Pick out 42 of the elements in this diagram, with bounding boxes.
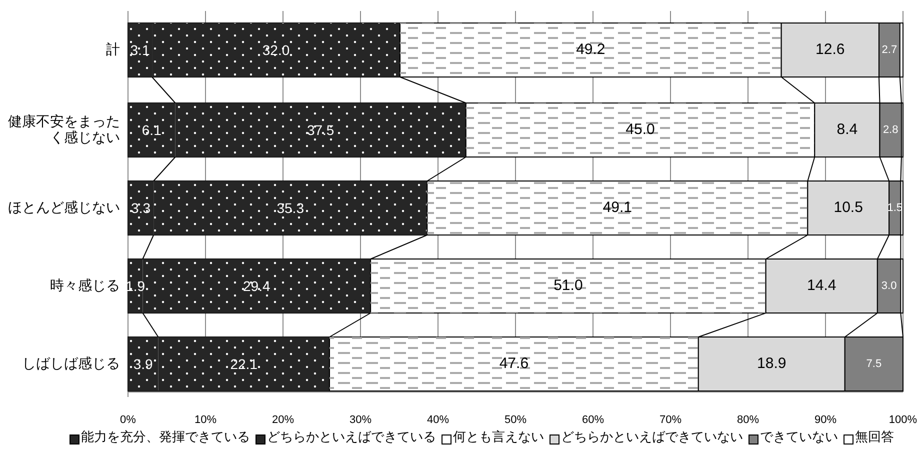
data-label: 29.4	[243, 278, 270, 294]
data-label: 18.9	[757, 355, 786, 373]
tick-label: 80%	[736, 414, 760, 427]
tick-label: 50%	[504, 414, 527, 427]
data-label: 47.6	[499, 355, 529, 373]
data-label: 8.4	[836, 121, 858, 139]
tick-label: 40%	[426, 414, 450, 427]
category-label: 計	[105, 42, 120, 58]
data-label: 45.0	[626, 121, 655, 139]
data-label: 22.1	[230, 356, 258, 372]
data-label: 49.2	[576, 41, 606, 59]
data-label: 3.3	[131, 200, 151, 216]
category-label: ほとんど感じない	[7, 200, 120, 216]
data-label: 51.0	[554, 277, 583, 295]
legend-label: どちらかといえばできていない	[561, 431, 743, 446]
legend-label: どちらかといえばできている	[267, 431, 436, 446]
tick-label: 90%	[814, 414, 837, 427]
legend-label: 無回答	[855, 431, 894, 446]
tick-label: 100%	[888, 414, 918, 427]
tick-label: 30%	[349, 414, 372, 427]
data-label: 12.6	[816, 41, 845, 59]
data-label: 3.0	[881, 280, 897, 292]
tick-label: 70%	[659, 414, 682, 427]
legend-label: 何とも言えない	[453, 431, 544, 446]
tick-label: 0%	[120, 414, 136, 427]
category-label: しばしば感じる	[21, 356, 120, 372]
data-label: 49.1	[602, 199, 632, 217]
category-label: 健康不安をまったく感じない	[7, 114, 120, 146]
data-label: 3.1	[130, 42, 150, 58]
data-label: 37.5	[306, 122, 334, 138]
data-label: 14.4	[807, 277, 836, 295]
data-label: 10.5	[834, 199, 863, 217]
tick-label: 20%	[272, 414, 294, 427]
tick-label: 10%	[194, 414, 217, 427]
category-label: 時々感じる	[49, 278, 120, 294]
data-label: 2.7	[882, 44, 898, 56]
data-label: 2.8	[882, 124, 898, 136]
data-label: 7.5	[866, 358, 882, 370]
tick-label: 60%	[582, 414, 604, 427]
legend-label: 能力を充分、発揮できている	[81, 431, 250, 446]
data-label: 6.1	[142, 122, 162, 138]
legend-label: できていない	[760, 431, 838, 446]
